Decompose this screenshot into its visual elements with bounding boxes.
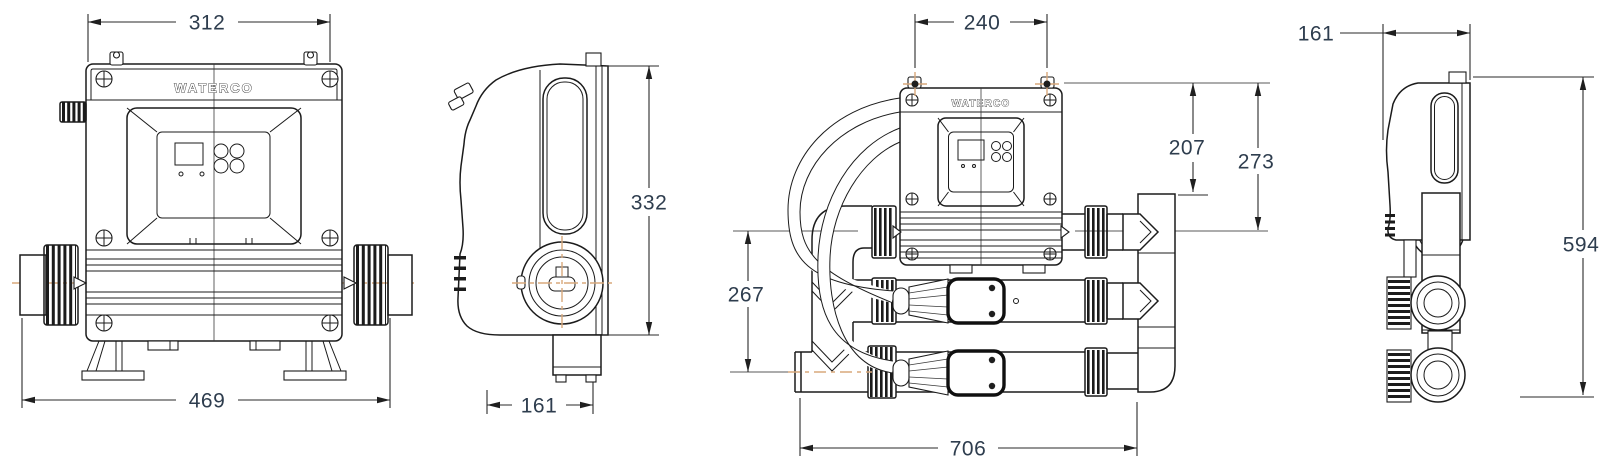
indicator-led <box>199 171 205 177</box>
dim-panel-height: 207 <box>1162 83 1212 196</box>
cover-screws <box>905 93 1057 261</box>
door-groove <box>542 77 588 235</box>
dim-front-base-width: 469 <box>21 318 391 413</box>
flow-arrow-icon <box>892 224 902 240</box>
dim-overall-width: 706 <box>799 398 1138 461</box>
tier1-piping <box>871 205 1160 259</box>
left-manifold <box>794 205 872 393</box>
dim-side-depth: 161 <box>486 382 594 418</box>
cable-gland <box>59 101 87 123</box>
dim-label: 332 <box>631 192 668 215</box>
cable-gland-side <box>448 82 474 111</box>
cascade-controller: WATERCO <box>892 76 1070 274</box>
flow-arrow-icon <box>1060 224 1070 240</box>
element-cables <box>787 97 903 374</box>
pipe-stub-right <box>387 254 413 316</box>
panel-face <box>156 131 271 219</box>
flow-arrow-icon <box>73 276 88 290</box>
foot-block <box>552 334 602 383</box>
mount-clips-top <box>109 51 318 66</box>
dim-label: 469 <box>189 390 226 413</box>
door-groove-inner <box>546 81 584 231</box>
panel-buttons[interactable] <box>991 141 1012 162</box>
bottom-clip <box>949 264 973 274</box>
dim-tube-spacing: 267 <box>721 231 771 372</box>
union-end-face <box>512 236 616 332</box>
bottom-clip <box>1022 264 1046 274</box>
view-side-cascade: 161 594 <box>1292 23 1600 403</box>
dim-label: 267 <box>728 284 765 307</box>
tier2-union-side <box>1386 275 1466 331</box>
dim-mount-spacing: 240 <box>914 12 1048 68</box>
union-nut-right <box>353 244 389 326</box>
union-nut-left <box>43 244 79 326</box>
control-panel <box>937 117 1025 207</box>
tube-fins <box>86 249 342 316</box>
display-screen <box>174 142 204 166</box>
flow-arrow-icon <box>343 276 358 290</box>
dim-label: 706 <box>950 438 987 461</box>
heater-element-tier3 <box>892 349 1006 397</box>
dim-label: 207 <box>1169 137 1206 160</box>
door-groove-inner <box>1434 96 1455 180</box>
dim-top-to-tube-center: 273 <box>1231 83 1281 230</box>
dim-label: 594 <box>1563 234 1600 257</box>
view-front-cascade: WATERCO <box>721 12 1281 461</box>
panel-frame <box>126 107 302 245</box>
top-clip <box>585 52 602 67</box>
tube-fins <box>900 211 1062 259</box>
dim-cascade-depth: 161 <box>1292 23 1471 140</box>
dim-side-height: 332 <box>602 65 674 336</box>
mount-holes <box>903 72 1059 96</box>
door-groove <box>1430 92 1459 184</box>
mounting-feet <box>81 340 347 381</box>
brand-logo: WATERCO <box>952 99 1011 110</box>
top-clip <box>1448 71 1467 84</box>
view-front-single: WATERCO 312 469 <box>12 12 414 413</box>
dim-overall-height: 594 <box>1473 76 1600 398</box>
heater-element-tier2 <box>892 277 1019 325</box>
tier3-union-side <box>1386 347 1466 403</box>
dim-label: 312 <box>189 12 226 35</box>
dim-label: 161 <box>1298 23 1335 46</box>
view-side-single: 332 161 <box>448 52 674 418</box>
bottom-clips <box>147 340 281 351</box>
link-pipe <box>1403 239 1417 278</box>
control-panel <box>126 107 302 245</box>
brand-logo: WATERCO <box>174 81 253 96</box>
indicator-led <box>178 171 184 177</box>
dim-label: 273 <box>1238 151 1275 174</box>
dim-front-top-width: 312 <box>87 12 331 62</box>
pipe-stub-left <box>19 254 47 316</box>
panel-buttons[interactable] <box>213 143 245 174</box>
display-screen <box>957 139 985 161</box>
panel-ticks <box>189 238 253 244</box>
dim-label: 240 <box>964 12 1001 35</box>
panel-bevels <box>126 107 302 245</box>
dim-label: 161 <box>521 395 558 418</box>
